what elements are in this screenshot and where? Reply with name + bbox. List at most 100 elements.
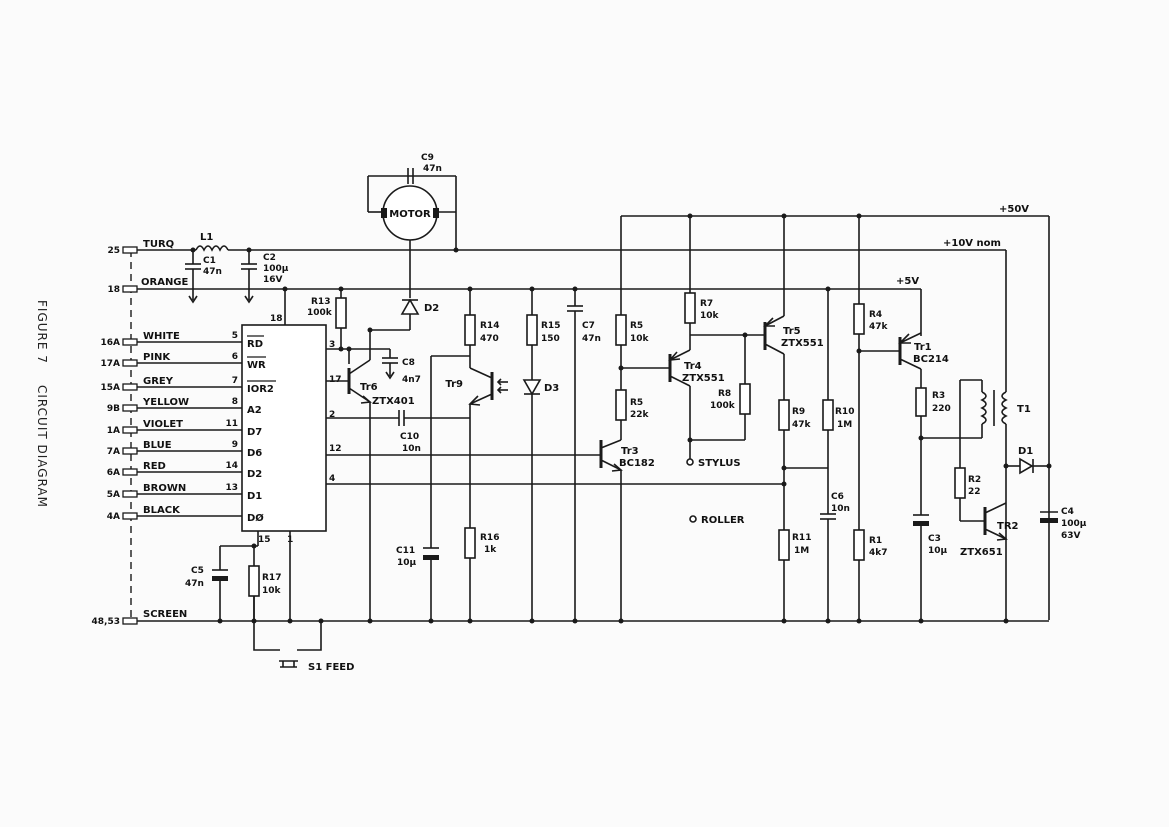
figure-caption: FIGURE 7 CIRCUIT DIAGRAM — [35, 300, 49, 508]
r2-ref: R2 — [968, 475, 981, 485]
resistor-r7: R7 10k — [684, 216, 720, 350]
r8-value: 100k — [710, 401, 736, 411]
tr6-ref: Tr6 — [360, 382, 378, 393]
roller-label: ROLLER — [701, 515, 745, 526]
ic-pin-12: 12 — [329, 444, 342, 454]
connector-pin: 6A — [107, 468, 120, 478]
r15-value: 150 — [541, 334, 560, 344]
c11-value: 10µ — [397, 558, 417, 568]
switch-s1: S1 FEED — [253, 596, 354, 673]
c5-value: 47n — [185, 579, 204, 589]
transformer-t1: T1 — [959, 379, 1031, 621]
r7-value: 10k — [700, 311, 720, 321]
rail-label-10v: +10V nom — [943, 238, 1001, 249]
resistor-r5-10k: R5 10k — [615, 216, 650, 390]
stylus-terminal — [686, 458, 694, 466]
connector-pin: 9B — [107, 404, 120, 414]
tr2-ref: TR2 — [997, 521, 1019, 532]
c9-ref: C9 — [421, 153, 434, 163]
capacitor-c11: C11 10µ — [396, 355, 470, 621]
ic-signal: D7 — [247, 427, 262, 438]
capacitor-c2: C2 100µ 16V — [241, 250, 289, 304]
ic-pin-4: 4 — [329, 474, 335, 484]
r1-value: 4k7 — [869, 548, 888, 558]
c7-ref: C7 — [582, 321, 595, 331]
capacitor-c7: C7 47n — [567, 289, 601, 621]
transistor-tr4: Tr4 ZTX551 — [668, 349, 725, 462]
tr3-ref: Tr3 — [621, 446, 639, 457]
c8-ref: C8 — [402, 358, 415, 368]
tr1-type: BC214 — [913, 354, 949, 365]
transistor-tr6: Tr6 ZTX401 — [326, 330, 415, 621]
t1-label: T1 — [1017, 404, 1031, 415]
r9-ref: R9 — [792, 407, 805, 417]
led-d3: D3 — [522, 379, 559, 621]
wire-name: YELLOW — [142, 397, 189, 408]
resistor-r15: R15 150 — [526, 289, 560, 380]
ic-pin-number: 8 — [232, 397, 238, 407]
ic-pin-number: 13 — [225, 483, 238, 493]
connector-pin: 5A — [107, 490, 120, 500]
c9-value: 47n — [423, 164, 442, 174]
ic-signal: WR — [247, 360, 266, 371]
capacitor-c3: C3 10µ — [913, 514, 948, 621]
r5-ref: R5 — [630, 321, 643, 331]
capacitor-c10: C10 10n — [326, 410, 470, 454]
wire-name: BROWN — [143, 483, 186, 494]
c3-ref: C3 — [928, 534, 941, 544]
c10-value: 10n — [402, 444, 421, 454]
inductor-label: L1 — [200, 232, 213, 243]
ic-signal: A2 — [247, 405, 262, 416]
r5b-value: 22k — [630, 410, 650, 420]
c7-value: 47n — [582, 334, 601, 344]
motor-assembly: MOTOR C9 47n D2 — [367, 153, 457, 331]
ic-signal: DØ — [247, 512, 264, 524]
wire-name: WHITE — [143, 331, 180, 342]
tr5-ref: Tr5 — [783, 326, 801, 337]
tr3-type: BC182 — [619, 458, 655, 469]
resistor-r8: R8 100k — [690, 335, 751, 441]
transistor-tr2: TR2 ZTX651 — [960, 502, 1019, 558]
connector-pin: 17A — [101, 359, 121, 369]
wire-name: SCREEN — [143, 609, 187, 620]
transistor-tr1: Tr1 BC214 — [898, 332, 949, 388]
tr4-type: ZTX551 — [682, 373, 725, 384]
capacitor-c6: C6 10n — [820, 492, 850, 621]
c2-value: 100µ — [263, 264, 289, 274]
d2-label: D2 — [424, 303, 439, 314]
c3-value: 10µ — [928, 546, 948, 556]
wire-name: BLUE — [143, 440, 172, 451]
ic-pin-15: 15 — [258, 535, 271, 545]
r7-ref: R7 — [700, 299, 713, 309]
rail-label-50v: +50V — [999, 204, 1029, 215]
wire-name: VIOLET — [143, 419, 183, 430]
wire-name: TURQ — [143, 239, 174, 250]
r4-value: 47k — [869, 322, 889, 332]
c1-value: 47n — [203, 267, 222, 277]
ic-pin-number: 14 — [225, 461, 238, 471]
capacitor-c4: C4 100µ 63V — [1040, 507, 1087, 541]
r17-value: 10k — [262, 586, 282, 596]
wire-name: GREY — [143, 376, 174, 387]
tr2-type: ZTX651 — [960, 547, 1003, 558]
capacitor-c8: C8 4n7 — [382, 349, 421, 385]
r15-ref: R15 — [541, 321, 560, 331]
c4-voltage: 63V — [1061, 531, 1081, 541]
figure-number: FIGURE 7 — [35, 300, 49, 364]
r13-ref: R13 — [311, 297, 330, 307]
ic-signal: D6 — [247, 448, 262, 459]
ic-signal: IOR2 — [247, 384, 274, 395]
resistor-r5-22k: R5 22k — [615, 389, 650, 440]
figure-title: CIRCUIT DIAGRAM — [35, 385, 49, 508]
ic-pin-2: 2 — [329, 410, 335, 420]
wire-name: PINK — [143, 352, 171, 363]
resistor-r4: R4 47k — [853, 216, 889, 530]
connector-pin: 18 — [107, 285, 120, 295]
connector-pin: 15A — [101, 383, 121, 393]
ic-pin-vcc: 18 — [270, 314, 283, 324]
r17-ref: R17 — [262, 573, 281, 583]
tr1-ref: Tr1 — [914, 342, 932, 353]
ic-pin-17: 17 — [329, 375, 342, 385]
r9-value: 47k — [792, 420, 812, 430]
